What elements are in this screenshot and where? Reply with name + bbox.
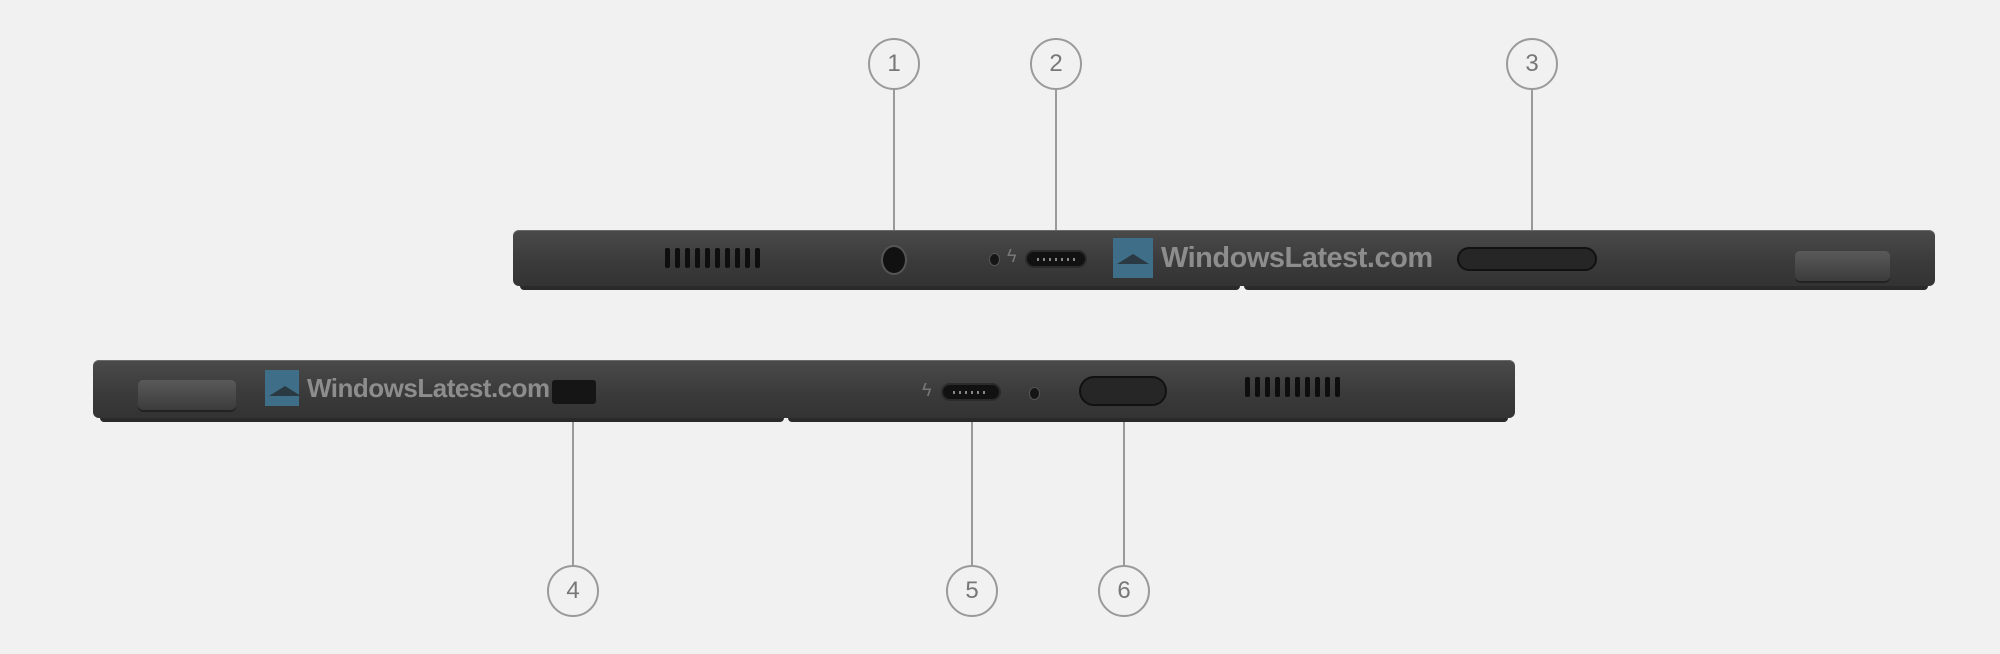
- kickstand-foot-top: [1795, 251, 1890, 281]
- watermark-bottom: WindowsLatest.com: [265, 370, 550, 406]
- usb-c-port-bottom: [941, 383, 1001, 401]
- bottom-device-kickstand-edge: [100, 416, 784, 422]
- audio-jack: [881, 245, 907, 275]
- callout-1: 1: [868, 38, 920, 90]
- speaker-grille-bottom: [1245, 377, 1340, 397]
- indicator-light: [989, 253, 1000, 266]
- watermark-logo-icon: [265, 370, 301, 406]
- callout-6: 6: [1098, 565, 1150, 617]
- thunderbolt-icon: ϟ: [922, 380, 932, 400]
- top-device-kickstand-edge-right: [1244, 284, 1928, 290]
- watermark-text: WindowsLatest.com: [1161, 241, 1433, 274]
- kickstand-foot-bottom: [138, 380, 236, 410]
- top-device-kickstand-edge: [520, 284, 1240, 290]
- callout-5: 5: [946, 565, 998, 617]
- usb-c-port-top: [1025, 250, 1087, 268]
- watermark-logo-icon: [1113, 238, 1153, 278]
- volume-rocker: [1457, 247, 1597, 271]
- callout-3: 3: [1506, 38, 1558, 90]
- sensor-window: [552, 380, 596, 404]
- speaker-grille-top: [665, 248, 760, 268]
- callout-4: 4: [547, 565, 599, 617]
- bottom-device-edge: WindowsLatest.com ϟ: [93, 360, 1515, 418]
- power-button: [1079, 376, 1167, 406]
- watermark-top: WindowsLatest.com: [1113, 238, 1433, 278]
- watermark-text: WindowsLatest.com: [307, 372, 550, 403]
- top-device-edge: ϟ WindowsLatest.com: [513, 230, 1935, 286]
- thunderbolt-icon: ϟ: [1007, 246, 1017, 266]
- bottom-device-kickstand-edge-right: [788, 416, 1508, 422]
- indicator-light: [1029, 387, 1040, 400]
- callout-2: 2: [1030, 38, 1082, 90]
